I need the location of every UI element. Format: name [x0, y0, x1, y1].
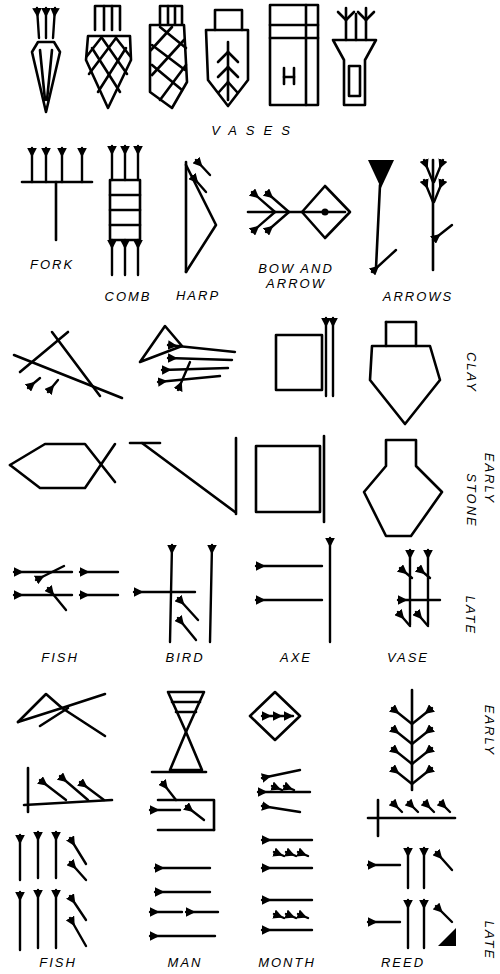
sign-label: BIRD: [165, 651, 204, 666]
sign-label: ARROWS: [383, 290, 454, 305]
vertical-label: LATE: [463, 595, 478, 635]
sign-label: HARP: [176, 289, 220, 304]
clay-wedges: [28, 318, 333, 396]
sign-label: VASE: [387, 651, 429, 666]
clay-signs: [14, 322, 440, 424]
sign-label: COMB: [105, 290, 152, 305]
vase-signs: [32, 5, 376, 112]
object-signs: [22, 160, 433, 272]
vertical-label: STONE: [463, 473, 478, 528]
later-wedges: [20, 770, 452, 950]
sign-label: AXE: [280, 651, 312, 666]
early-signs: [18, 690, 412, 790]
vertical-label: EARLY: [482, 452, 497, 503]
vertical-label: CLAY: [463, 352, 478, 393]
sign-label: MAN: [168, 956, 203, 971]
sign-label: BOW AND ARROW: [255, 262, 337, 292]
vertical-label: LATE: [482, 920, 497, 960]
sign-label: FISH: [41, 651, 79, 666]
vase-wedges: [37, 8, 55, 38]
early-wedges: [262, 708, 432, 784]
sign-label: VASES: [211, 124, 299, 139]
stone-signs: [10, 436, 442, 536]
sign-label: REED: [381, 956, 425, 971]
sign-label: FORK: [30, 258, 74, 273]
object-wedges: [32, 146, 452, 275]
later-signs: [24, 768, 455, 836]
sign-label: MONTH: [258, 956, 316, 971]
vertical-label: EARLY: [482, 704, 497, 755]
sign-label: FISH: [39, 956, 77, 971]
late-wedges: [14, 538, 440, 642]
